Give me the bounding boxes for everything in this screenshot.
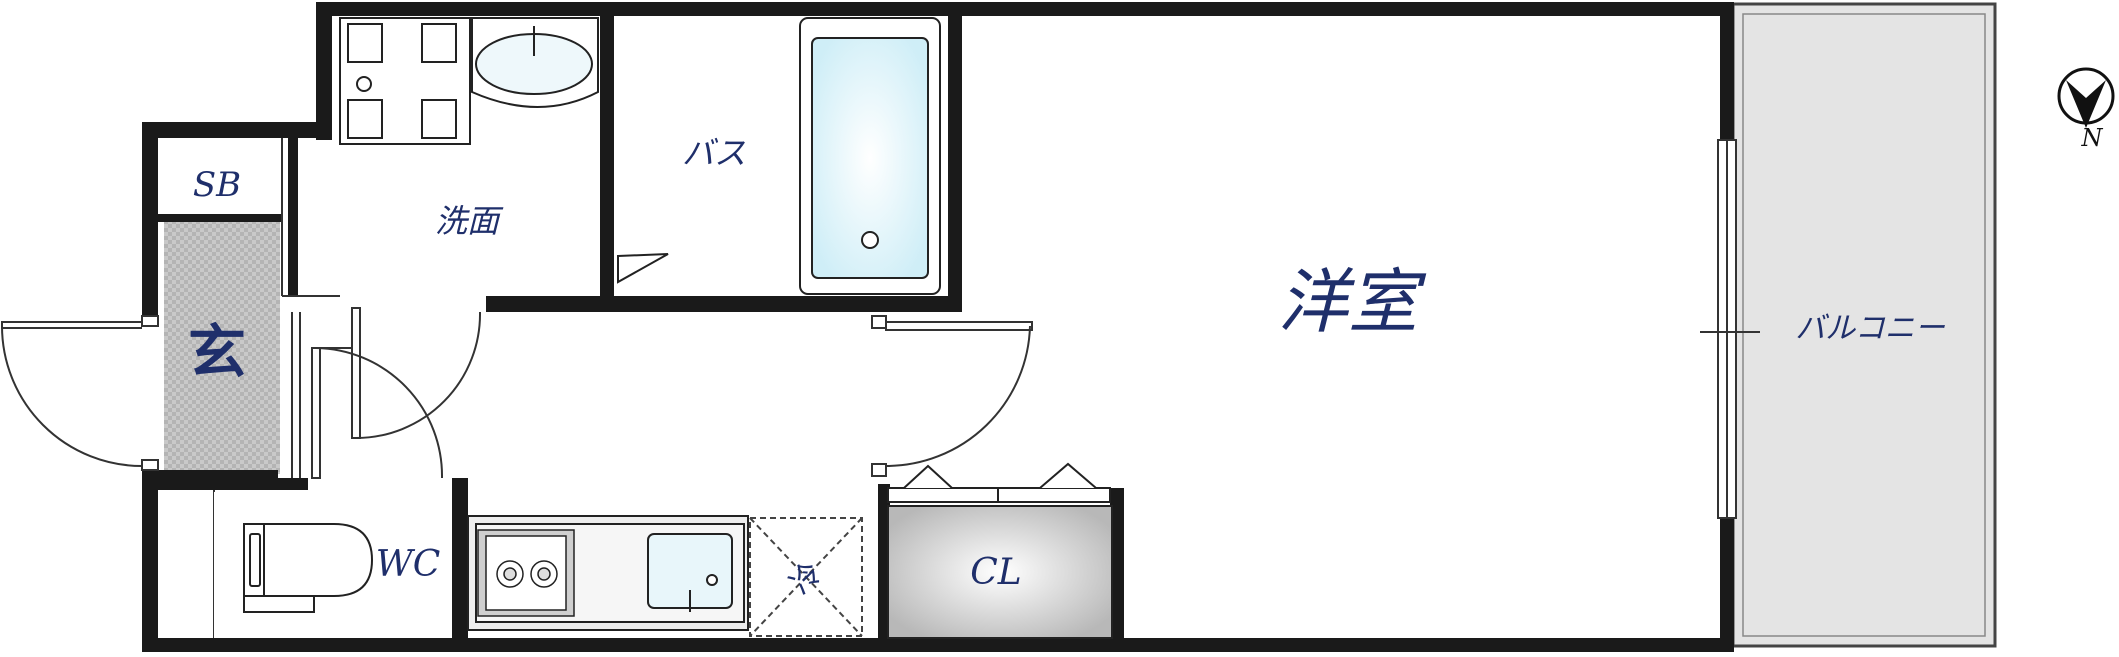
- label-room: 洋室: [1278, 261, 1427, 343]
- compass-icon: [2057, 67, 2115, 128]
- washing-machine-space: [339, 17, 471, 145]
- compass-north-label: N: [2081, 124, 2104, 152]
- kitchen-sink: [647, 533, 733, 612]
- label-wc: WC: [376, 544, 441, 585]
- interior-walls: [158, 16, 1124, 648]
- outer-walls: [142, 2, 1734, 652]
- label-cl: CL: [970, 552, 1021, 593]
- washbasin: [471, 17, 599, 108]
- balcony-area: [1731, 2, 1997, 648]
- washroom-door[interactable]: [351, 307, 482, 439]
- toilet: [214, 492, 452, 638]
- room-door[interactable]: [871, 315, 1033, 477]
- fridge-space: [749, 517, 863, 637]
- label-senmen: 洗面: [435, 202, 504, 240]
- closet: [887, 462, 1113, 639]
- balcony-window[interactable]: [1700, 139, 1760, 519]
- bathtub: [617, 17, 941, 295]
- label-bath: バス: [682, 134, 746, 172]
- label-balcony: バルコニー: [1795, 311, 1945, 346]
- genkan-tile-floor: [164, 222, 280, 474]
- wc-door[interactable]: [311, 347, 444, 479]
- label-sb: SB: [193, 165, 241, 205]
- label-genkan: 玄: [188, 318, 246, 386]
- entrance-door[interactable]: [1, 315, 159, 471]
- stove: [477, 529, 575, 617]
